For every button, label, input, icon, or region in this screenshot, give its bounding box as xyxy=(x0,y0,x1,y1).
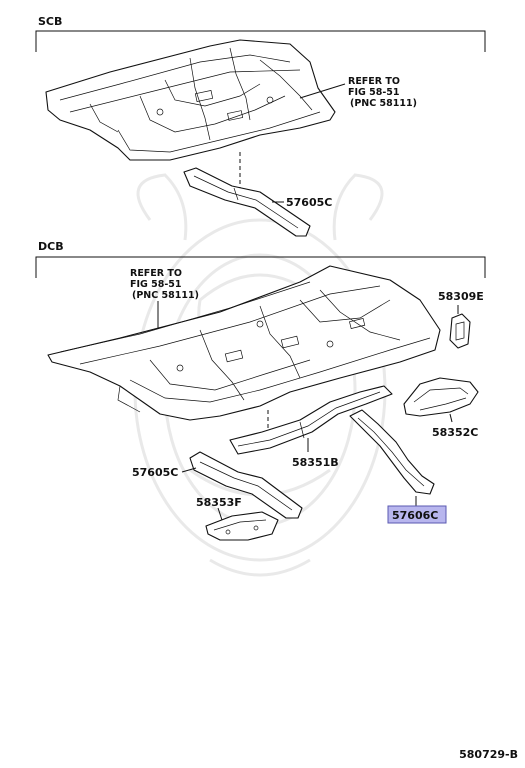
58353f-leader xyxy=(217,507,223,521)
scb-refer-line3: (PNC 58111) xyxy=(350,98,417,109)
plate-58353f xyxy=(205,511,279,541)
dcb-refer-line3: (PNC 58111) xyxy=(132,290,199,301)
dcb-refer-line2: FIG 58-51 xyxy=(130,279,182,290)
label-58352c: 58352C xyxy=(432,426,478,439)
scb-refer-line2: FIG 58-51 xyxy=(348,87,400,98)
dcb-bracket xyxy=(35,256,486,278)
highlight-57606c xyxy=(387,505,447,524)
scb-floor-pan xyxy=(45,39,336,161)
scb-refer-leader xyxy=(299,83,346,99)
bracket-58309e xyxy=(449,313,471,349)
dcb-crossmember-57605c xyxy=(189,451,303,519)
label-58309e: 58309E xyxy=(438,290,484,303)
panel-58352c xyxy=(403,377,479,417)
crossmember-58351b xyxy=(229,385,393,455)
section-title-dcb: DCB xyxy=(38,240,64,253)
label-58353f: 58353F xyxy=(196,496,242,509)
figure-code: 580729-B xyxy=(459,748,518,761)
label-58351b: 58351B xyxy=(292,456,339,469)
label-dcb-57605c: 57605C xyxy=(132,466,178,479)
rail-57606c xyxy=(349,409,435,495)
scb-crossmember-57605c xyxy=(183,167,311,237)
label-57606c: 57606C xyxy=(392,509,438,522)
dcb-floor-pan xyxy=(47,265,441,421)
scb-refer-line1: REFER TO xyxy=(348,76,400,87)
section-title-scb: SCB xyxy=(38,15,62,28)
dcb-57605c-leader xyxy=(181,467,197,473)
scb-bracket xyxy=(35,30,486,52)
58352c-leader xyxy=(449,413,453,423)
label-scb-57605c: 57605C xyxy=(286,196,332,209)
dcb-refer-line1: REFER TO xyxy=(130,268,182,279)
